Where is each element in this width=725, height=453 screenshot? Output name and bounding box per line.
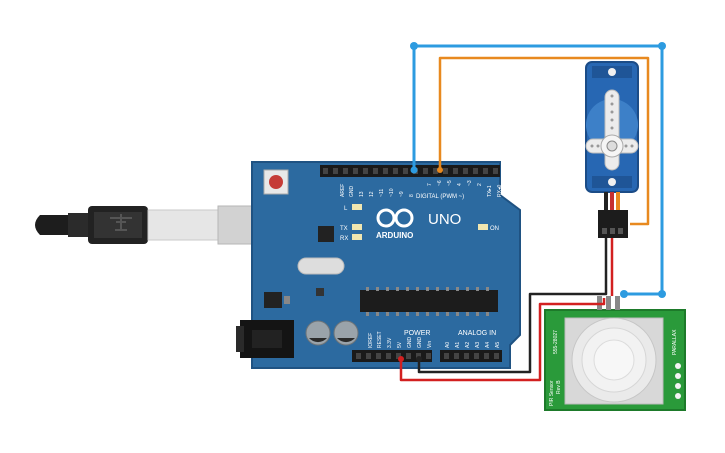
servo-horn[interactable] bbox=[585, 89, 639, 171]
reset-button[interactable] bbox=[263, 169, 289, 195]
power-label: POWER bbox=[404, 330, 430, 337]
pin-label-2: 2 bbox=[477, 183, 483, 186]
pin-label-10: ~10 bbox=[389, 188, 395, 197]
arduino-model: UNO bbox=[428, 211, 461, 228]
led-tx bbox=[352, 224, 362, 230]
pin-label-ioref: IOREF bbox=[368, 333, 374, 348]
analog-header[interactable] bbox=[440, 350, 502, 362]
pin-label-5: ~5 bbox=[447, 180, 453, 186]
wire-power[interactable] bbox=[399, 238, 614, 382]
pin-label-11: ~11 bbox=[379, 189, 385, 197]
pin-label-gnd: GND bbox=[349, 186, 355, 198]
pin-label-vin: Vin bbox=[427, 341, 433, 348]
power-header[interactable] bbox=[352, 350, 432, 362]
pin-label-aref: AREF bbox=[340, 184, 346, 197]
pin-label-a4: A4 bbox=[485, 342, 491, 348]
pin-label-3: ~3 bbox=[467, 180, 473, 186]
pin-label-7: 7 bbox=[427, 183, 433, 186]
led-l bbox=[352, 204, 362, 210]
servo-motor[interactable] bbox=[585, 61, 639, 238]
crystal bbox=[297, 257, 345, 275]
pin-label-9: ~9 bbox=[399, 191, 405, 197]
pin-label-6: ~6 bbox=[437, 180, 443, 186]
led-on-label: ON bbox=[490, 226, 499, 232]
led-rx bbox=[352, 234, 362, 240]
pin-label-8: 8 bbox=[409, 194, 415, 197]
arduino-brand: ARDUINO bbox=[376, 231, 413, 240]
led-rx-label: RX bbox=[340, 236, 348, 242]
capacitor-1 bbox=[305, 320, 331, 346]
pin-label-4: 4 bbox=[457, 183, 463, 186]
arduino-board[interactable]: AREF GND 13 12 ~11 ~10 ~9 8 7 ~6 ~5 4 ~3… bbox=[236, 161, 521, 369]
led-on bbox=[478, 224, 488, 230]
pin-label-a5: A5 bbox=[495, 342, 501, 348]
wire-endpoints bbox=[410, 42, 666, 298]
pin-label-gnd1: GND bbox=[407, 337, 413, 349]
pin-label-tx1: TX▸1 bbox=[487, 185, 493, 197]
pin-label-5v: 5V bbox=[397, 341, 403, 348]
pin-label-13: 13 bbox=[359, 191, 365, 197]
capacitor-2 bbox=[333, 320, 359, 346]
pin-label-3v3: 3.3V bbox=[387, 337, 393, 348]
usb-cable[interactable] bbox=[35, 205, 259, 245]
pin-label-a2: A2 bbox=[465, 342, 471, 348]
wire-signal-servo[interactable] bbox=[438, 56, 650, 226]
usb-chip bbox=[318, 226, 334, 242]
pir-text-1: PIR Sensor bbox=[549, 380, 555, 406]
pin-label-a3: A3 bbox=[475, 342, 481, 348]
pin-label-gnd2: GND bbox=[417, 337, 423, 349]
pin-label-rx0: RX◂0 bbox=[497, 185, 503, 197]
microcontroller bbox=[360, 290, 498, 312]
power-jack[interactable] bbox=[236, 320, 294, 358]
wire-ground[interactable] bbox=[417, 238, 608, 374]
pir-text-2: Rev B bbox=[556, 380, 562, 394]
pin-label-reset: RESET bbox=[377, 331, 383, 348]
pin-label-a1: A1 bbox=[455, 342, 461, 348]
digital-label: DIGITAL (PWM ~) bbox=[416, 194, 464, 200]
led-tx-label: TX bbox=[340, 226, 348, 232]
arduino-logo-icon bbox=[376, 208, 414, 228]
analog-label: ANALOG IN bbox=[458, 330, 496, 337]
regulator bbox=[264, 292, 282, 308]
pir-text-3: 555-28027 bbox=[553, 330, 559, 354]
pin-label-12: 12 bbox=[369, 191, 375, 197]
led-l-label: L bbox=[344, 206, 348, 212]
pir-text-4: PARALLAX bbox=[672, 329, 678, 355]
pin-label-a0: A0 bbox=[445, 342, 451, 348]
pir-sensor[interactable]: PIR Sensor Rev B 555-28027 PARALLAX bbox=[544, 296, 686, 411]
